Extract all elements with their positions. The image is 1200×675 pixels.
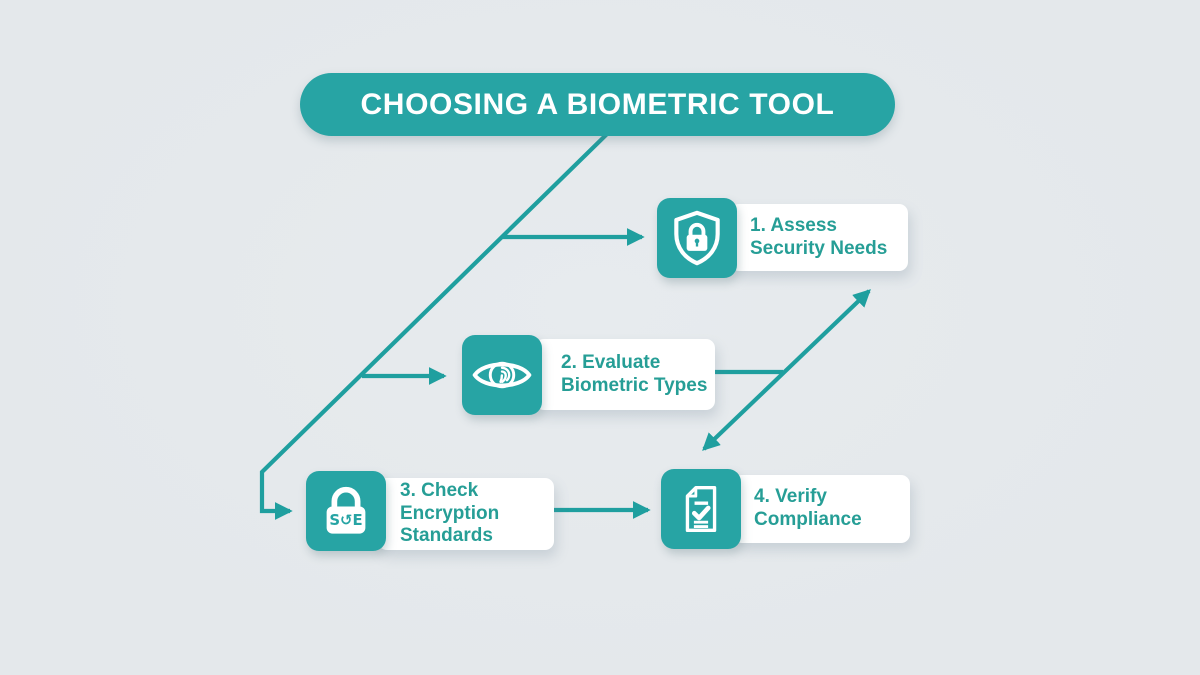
encryption-monogram: S↺E (329, 511, 362, 529)
step2-card: 2. Evaluate Biometric Types (535, 339, 715, 410)
title-text: CHOOSING A BIOMETRIC TOOL (360, 87, 835, 121)
step1-card: 1. Assess Security Needs (730, 204, 908, 271)
step3-label: 3. Check Encryption Standards (400, 479, 500, 547)
step4-label: 4. Verify Compliance (754, 486, 862, 530)
step4-card: 4. Verify Compliance (733, 475, 910, 543)
shield-lock-icon (674, 210, 720, 266)
step1-label: 1. Assess Security Needs (750, 214, 888, 259)
fingerprint-eye-icon (472, 361, 532, 389)
title-banner: CHOOSING A BIOMETRIC TOOL (300, 73, 895, 136)
step2-label: 2. Evaluate Biometric Types (561, 351, 708, 396)
step2-icon-tile (462, 335, 542, 415)
step1-icon-tile (657, 198, 737, 278)
encryption-lock-icon: S↺E (326, 486, 366, 534)
step3-card: 3. Check Encryption Standards (378, 478, 554, 550)
document-checklist-icon (685, 486, 717, 532)
arrow-step4-step1-double (702, 289, 871, 451)
arrow-title-to-step3 (259, 132, 609, 520)
step4-icon-tile (661, 469, 741, 549)
step3-icon-tile: S↺E (306, 471, 386, 551)
